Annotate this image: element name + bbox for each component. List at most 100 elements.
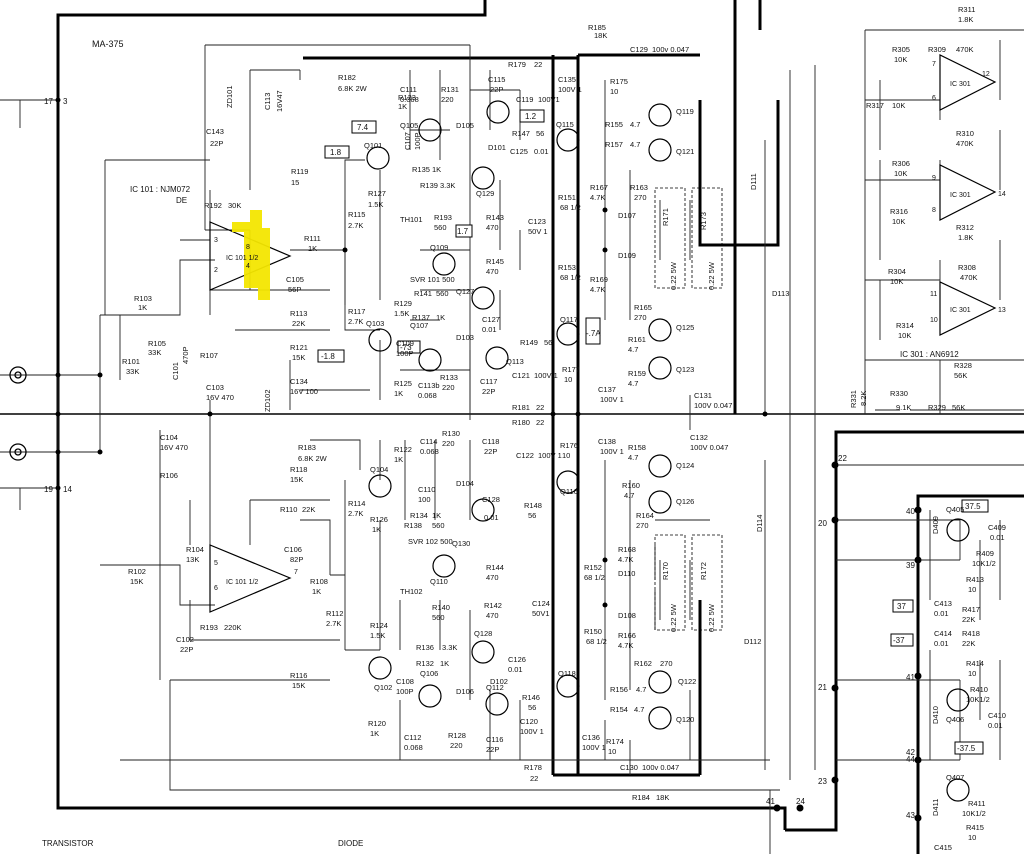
- resistor-ref: R101: [122, 357, 140, 366]
- resistor-ref: R120: [368, 719, 386, 728]
- resistor-value: 1K: [440, 659, 449, 668]
- capacitor-value: 100V 1: [520, 727, 544, 736]
- terminal-label: 23: [818, 777, 827, 786]
- capacitor-ref: C115: [488, 75, 505, 84]
- resistor-ref: R305: [892, 45, 910, 54]
- capacitor-ref: C131: [694, 391, 712, 400]
- resistor-value: 1K: [436, 313, 445, 322]
- resistor-ref: R314: [896, 321, 914, 330]
- resistor-value: 470K: [956, 139, 974, 148]
- resistor-value: 270: [634, 193, 647, 202]
- resistor-ref: R149: [520, 338, 538, 347]
- resistor-ref: R176: [560, 441, 578, 450]
- transistors: [366, 100, 970, 802]
- terminal-label: 20: [818, 519, 827, 528]
- resistor-ref: R134: [410, 511, 428, 520]
- capacitor-ref: C107: [403, 132, 412, 150]
- capacitor-ref: C113: [263, 93, 272, 110]
- capacitor-value: 22P: [486, 745, 499, 754]
- lower-supply-bus: [553, 600, 702, 777]
- resistor-ref: R151: [558, 193, 576, 202]
- resistor-ref: R193: [200, 623, 218, 632]
- resistor-value: 56: [544, 338, 552, 347]
- resistor-ref: R105: [148, 339, 166, 348]
- terminal-label: 17: [44, 97, 53, 106]
- transistor-ref: Q104: [370, 465, 388, 474]
- resistor-ref: R179: [508, 60, 526, 69]
- resistor-ref: R143: [486, 213, 504, 222]
- diode-ref: D108: [618, 611, 636, 620]
- capacitor-ref: C410: [988, 711, 1006, 720]
- resistor-ref: R110: [280, 505, 297, 514]
- capacitor-value: 16V 100: [290, 387, 318, 396]
- resistor-ref: R172: [699, 562, 708, 580]
- resistor-ref: R415: [966, 823, 984, 832]
- resistor-ref: R173: [699, 212, 708, 230]
- resistor-value: 10: [610, 87, 618, 96]
- capacitor-ref: C129: [630, 45, 648, 54]
- capacitor-value: 100P: [413, 132, 422, 150]
- capacitor-value: 0.068: [404, 743, 423, 752]
- resistor-ref: R107: [200, 351, 218, 360]
- trimmer-ref: SVR 102 500: [408, 537, 453, 546]
- resistor-ref: R175: [610, 77, 628, 86]
- resistor-ref: R139: [420, 181, 438, 190]
- diode-ref: ZD102: [263, 389, 272, 412]
- diode-ref: D104: [456, 479, 474, 488]
- resistor-value: 10K1/2: [962, 809, 986, 818]
- resistor-value: 22: [536, 403, 544, 412]
- diode-ref: D110: [618, 569, 635, 578]
- module-title: MA-375: [92, 39, 124, 49]
- resistor-value: 10: [968, 585, 976, 594]
- trimmer-ref: SVR 101 500: [410, 275, 455, 284]
- resistor-value: 22K: [292, 319, 305, 328]
- diode-ref: D111: [749, 173, 758, 190]
- resistor-ref: R131: [441, 85, 459, 94]
- ic301-pin: 10: [930, 317, 938, 324]
- capacitor-value: 0.01: [988, 721, 1003, 730]
- capacitor-value: 82P: [290, 555, 303, 564]
- resistor-value: 270: [634, 313, 647, 322]
- resistor-value: 220: [442, 439, 455, 448]
- resistor-value: 15K: [290, 475, 303, 484]
- resistor-ref: R164: [636, 511, 654, 520]
- capacitor-value: 0.01: [990, 533, 1005, 542]
- diode-ref: D411: [931, 799, 940, 816]
- resistor-ref: R417: [962, 605, 980, 614]
- capacitor-value: 100P: [396, 687, 414, 696]
- ic101-pin7: 7: [294, 569, 298, 576]
- capacitor-ref: C137: [598, 385, 616, 394]
- terminal-label: 24: [796, 797, 805, 806]
- terminal-label: 42: [906, 748, 915, 757]
- transistor-ref: Q118: [558, 669, 576, 678]
- resistor-value: 560: [436, 289, 449, 298]
- capacitor-value: 100V1: [538, 95, 560, 104]
- voltage-label: -73: [400, 343, 412, 352]
- terminal-label: 19: [44, 485, 53, 494]
- transistor-ref: Q124: [676, 461, 694, 470]
- resistor-value: 1K: [312, 587, 321, 596]
- capacitor-ref: C112: [404, 733, 421, 742]
- resistor-value: 10K1/2: [966, 695, 990, 704]
- resistor-ref: R168: [618, 545, 636, 554]
- footer: TRANSISTOR DIODE: [42, 839, 363, 848]
- resistor-value: 68 1/2: [586, 637, 607, 646]
- resistor-ref: R137: [412, 313, 430, 322]
- voltage-label: -37.5: [957, 744, 976, 753]
- resistor-ref: R103: [134, 294, 152, 303]
- thermistor-ref: TH102: [400, 587, 423, 596]
- resistor-ref: R127: [368, 189, 386, 198]
- ic101-lower-label: IC 101 1/2: [226, 579, 258, 586]
- resistor-ref: R147: [512, 129, 530, 138]
- diode-ref: D105: [456, 121, 474, 130]
- capacitor-ref: C124: [532, 599, 550, 608]
- ic101-name: IC 101 : NJM072: [130, 185, 191, 194]
- voltage-label: -1.8: [321, 352, 335, 361]
- resistor-value: 1K: [432, 511, 441, 520]
- transistor-ref: Q128: [474, 629, 492, 638]
- capacitor-value: 100: [418, 495, 431, 504]
- resistor-value: 1.5K: [394, 309, 409, 318]
- resistor-ref: R308: [958, 263, 976, 272]
- resistor-ref: R118: [290, 465, 307, 474]
